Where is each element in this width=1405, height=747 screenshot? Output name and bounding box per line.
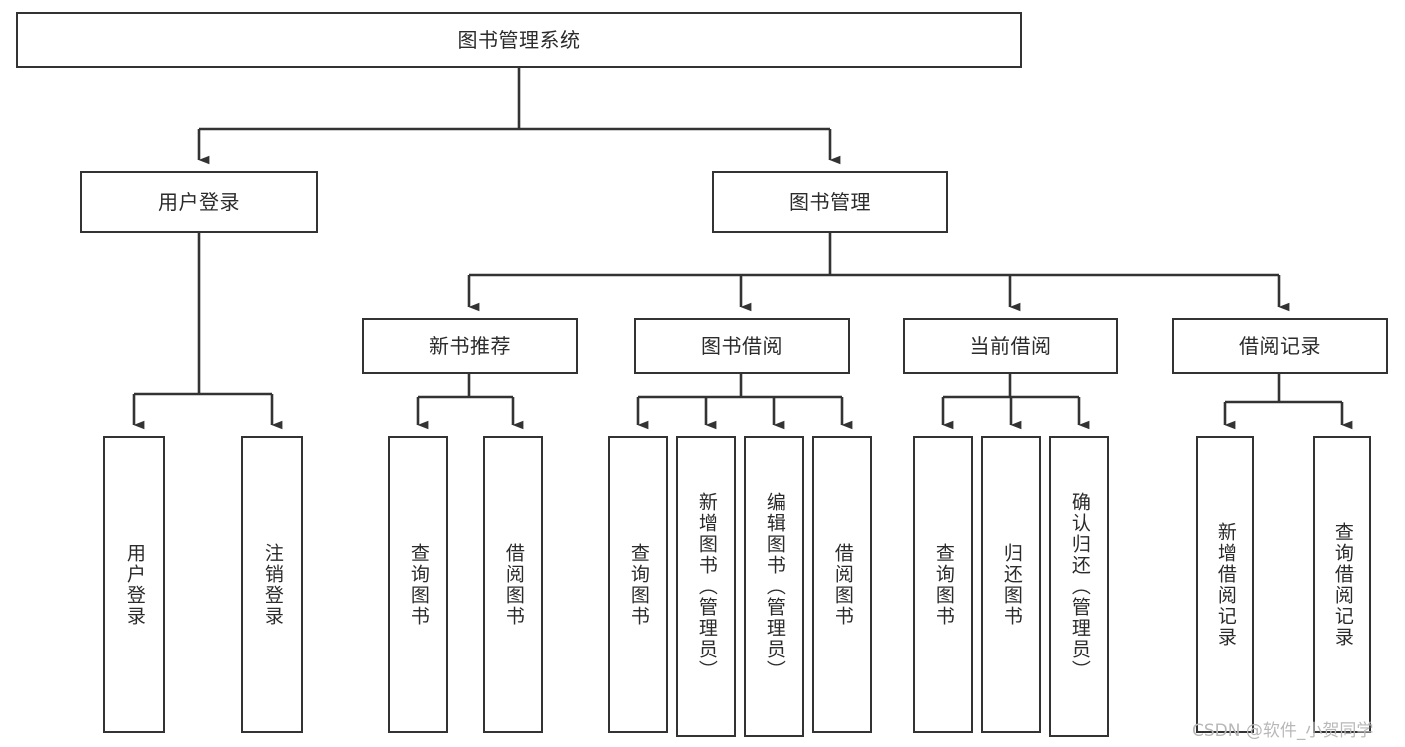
connectors-bookmanage-to-level2 [467,233,1290,312]
leaf-label-query-book-1: 查询图书 [407,542,430,627]
node-label-book-manage: 图书管理 [789,189,871,214]
leaf-label-add-book: 新增图书（管理员） [695,492,718,681]
node-root-title[interactable]: 图书管理系统 [16,12,1022,68]
connectors-newbook-to-leaves [416,374,524,430]
leaf-node-borrow-book-1[interactable]: 借阅图书 [483,436,543,733]
leaf-node-user-login[interactable]: 用户登录 [103,436,165,733]
leaf-label-borrow-book-1: 借阅图书 [502,542,525,627]
leaf-node-query-book-2[interactable]: 查询图书 [608,436,668,733]
node-current-borrow[interactable]: 当前借阅 [903,318,1118,374]
leaf-label-query-book-3: 查询图书 [932,542,955,627]
node-user-login[interactable]: 用户登录 [80,171,318,233]
connectors-borrowrecord-to-leaves [1223,374,1353,430]
leaf-label-query-book-2: 查询图书 [627,542,650,627]
connectors-currentborrow-to-leaves [941,374,1090,430]
leaf-label-add-record: 新增借阅记录 [1214,521,1237,648]
leaf-label-logout: 注销登录 [261,542,284,627]
node-label-book-borrow: 图书借阅 [701,333,783,358]
leaf-node-borrow-book-2[interactable]: 借阅图书 [812,436,872,733]
node-label-current-borrow: 当前借阅 [969,333,1052,358]
leaf-node-query-book-1[interactable]: 查询图书 [388,436,448,733]
leaf-label-edit-book: 编辑图书（管理员） [763,492,786,681]
node-new-book-recommend[interactable]: 新书推荐 [362,318,578,374]
leaf-label-return-book: 归还图书 [1000,542,1023,627]
leaf-label-user-login: 用户登录 [123,542,146,627]
leaf-node-return-book[interactable]: 归还图书 [981,436,1041,733]
connectors-root-to-level1 [197,68,841,165]
leaf-label-query-record: 查询借阅记录 [1331,521,1354,648]
node-borrow-record[interactable]: 借阅记录 [1172,318,1388,374]
node-label-root: 图书管理系统 [457,27,581,52]
leaf-node-logout[interactable]: 注销登录 [241,436,303,733]
node-label-borrow-record: 借阅记录 [1239,333,1321,358]
connectors-userlogin-to-leaves [132,233,283,430]
leaf-node-edit-book[interactable]: 编辑图书（管理员） [744,436,804,737]
node-label-new-book-recommend: 新书推荐 [429,333,511,358]
leaf-node-add-book[interactable]: 新增图书（管理员） [676,436,736,737]
connectors-bookborrow-to-leaves [636,374,853,430]
leaf-node-query-book-3[interactable]: 查询图书 [913,436,973,733]
leaf-node-add-record[interactable]: 新增借阅记录 [1196,436,1254,733]
leaf-node-confirm-return[interactable]: 确认归还（管理员） [1049,436,1109,737]
node-book-manage[interactable]: 图书管理 [712,171,948,233]
leaf-node-query-record[interactable]: 查询借阅记录 [1313,436,1371,733]
node-label-user-login: 用户登录 [158,189,240,214]
leaf-label-borrow-book-2: 借阅图书 [831,542,854,627]
leaf-label-confirm-return: 确认归还（管理员） [1068,492,1091,681]
node-book-borrow[interactable]: 图书借阅 [634,318,850,374]
